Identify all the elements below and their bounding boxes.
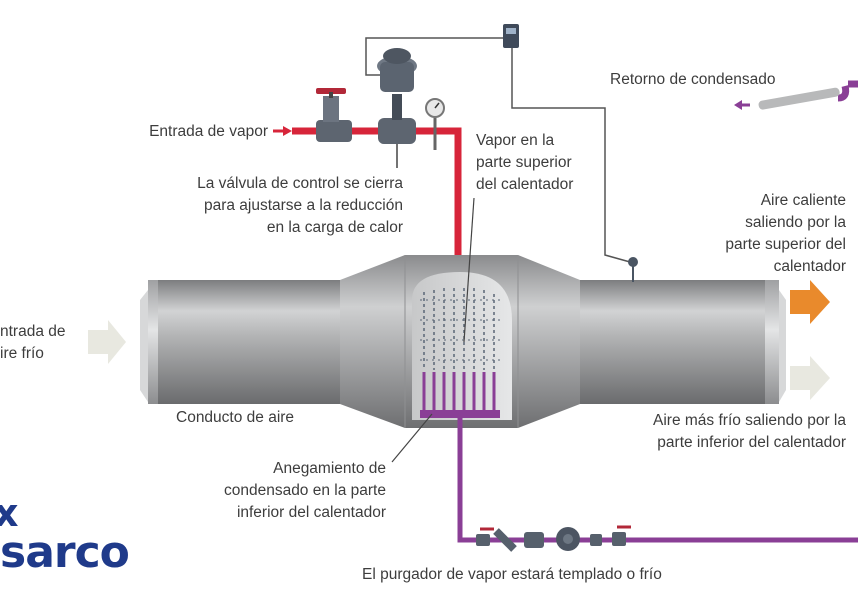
cool-air-out-arrow xyxy=(790,356,830,400)
heater-housing xyxy=(340,255,580,428)
steam-trap-icon xyxy=(476,525,631,552)
trap-label: El purgador de vapor estará templado o f… xyxy=(362,566,662,583)
controller-icon xyxy=(503,24,519,48)
control-valve-icon xyxy=(377,48,417,168)
control-signal-line xyxy=(365,24,631,263)
steam-inlet-label: Entrada de vapor xyxy=(149,123,268,140)
air-duct-label: Conducto de aire xyxy=(176,409,295,426)
hot-air-out-arrow xyxy=(790,280,830,324)
logo-line2: sarco xyxy=(0,527,130,578)
cooler-air-label: Aire más frío saliendo por la parte infe… xyxy=(653,412,846,451)
cold-air-in-label: ntrada de ire frío xyxy=(0,323,66,362)
logo-line1: x xyxy=(0,491,18,535)
flooding-label: Anegamiento de condensado en la parte in… xyxy=(223,460,386,521)
cold-air-in-arrow xyxy=(88,320,126,364)
steam-top-label: Vapor en la parte superior del calentado… xyxy=(476,132,574,193)
condensate-return-pipe xyxy=(734,80,858,110)
pressure-gauge-icon xyxy=(425,98,445,150)
isolation-valve-icon xyxy=(316,88,352,142)
control-valve-label: La válvula de control se cierra para aju… xyxy=(197,175,403,236)
hot-air-label: Aire caliente saliendo por la parte supe… xyxy=(725,192,846,275)
pointer-lines xyxy=(391,197,475,463)
condensate-return-label: Retorno de condensado xyxy=(610,71,776,88)
flooded-condensate xyxy=(420,372,500,418)
condensate-drain-pipe xyxy=(457,418,858,543)
heating-coil xyxy=(420,288,500,370)
